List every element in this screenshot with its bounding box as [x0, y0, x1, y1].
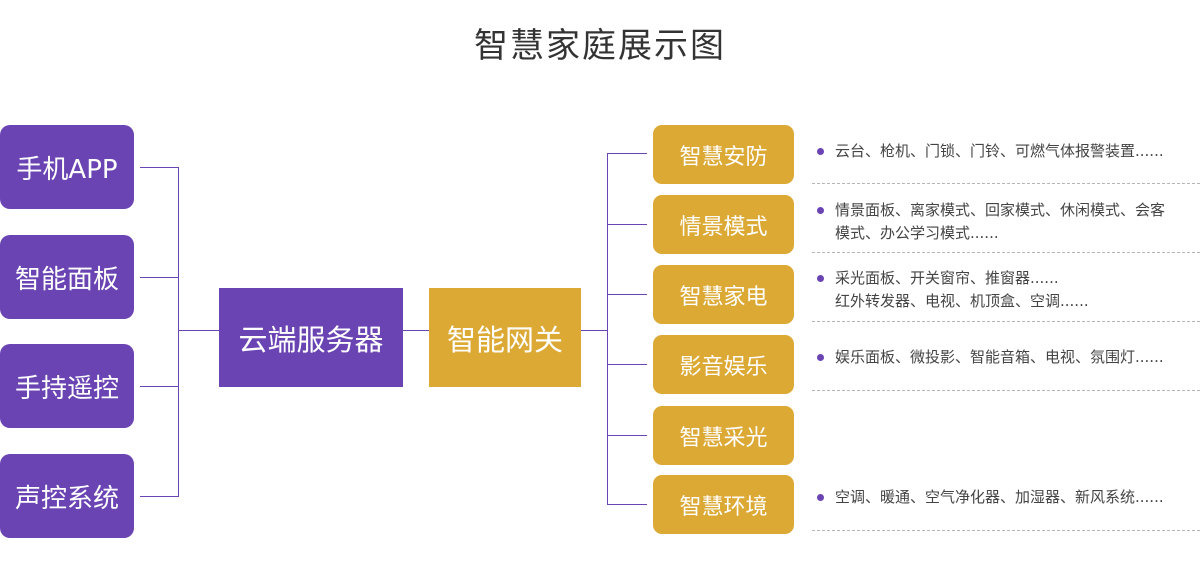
divider [812, 321, 1200, 322]
node-label: 智慧安防 [679, 144, 768, 170]
desc-text: 红外转发器、电视、机顶盒、空调...... [835, 292, 1089, 310]
node-label: 智慧家电 [679, 284, 768, 310]
node-label: 智能网关 [446, 322, 563, 357]
desc-text: 云台、枪机、门锁、门铃、可燃气体报警装置...... [835, 142, 1164, 160]
bullet-icon [817, 494, 824, 501]
divider [812, 252, 1200, 253]
node-label: 情景模式 [679, 214, 768, 240]
desc-smart-environment: 空调、暖通、空气净化器、加湿器、新风系统...... [813, 486, 1193, 509]
divider [812, 390, 1200, 391]
node-label: 云端服务器 [238, 322, 384, 357]
desc-text: 空调、暖通、空气净化器、加湿器、新风系统...... [835, 488, 1164, 506]
node-smart-gateway: 智能网关 [429, 288, 581, 387]
node-smart-appliance: 智慧家电 [653, 265, 794, 324]
bullet-icon [817, 275, 824, 282]
node-remote-control: 手持遥控 [0, 344, 134, 428]
bullet-icon [817, 207, 824, 214]
node-av-entertainment: 影音娱乐 [653, 335, 794, 394]
desc-text: 采光面板、开关窗帘、推窗器...... [835, 269, 1059, 287]
desc-scene-mode: 情景面板、离家模式、回家模式、休闲模式、会客模式、办公学习模式...... [813, 199, 1193, 245]
node-smart-lighting: 智慧采光 [653, 406, 794, 465]
node-label: 智慧环境 [679, 494, 768, 520]
node-label: 手机APP [16, 154, 118, 185]
node-smart-environment: 智慧环境 [653, 475, 794, 534]
node-voice-control: 声控系统 [0, 454, 134, 538]
desc-smart-appliance: 采光面板、开关窗帘、推窗器...... 红外转发器、电视、机顶盒、空调.....… [813, 267, 1193, 313]
node-label: 声控系统 [14, 483, 119, 514]
node-scene-mode: 情景模式 [653, 195, 794, 254]
diagram-title: 智慧家庭展示图 [474, 26, 726, 66]
bullet-icon [817, 148, 824, 155]
node-cloud-server: 云端服务器 [219, 288, 403, 387]
desc-text: 情景面板、离家模式、回家模式、休闲模式、会客模式、办公学习模式...... [835, 201, 1166, 242]
divider [812, 183, 1200, 184]
node-label: 手持遥控 [14, 373, 119, 404]
node-label: 智能面板 [14, 264, 119, 295]
node-smart-security: 智慧安防 [653, 125, 794, 184]
node-label: 智慧采光 [679, 425, 768, 451]
node-label: 影音娱乐 [679, 354, 768, 380]
desc-text: 娱乐面板、微投影、智能音箱、电视、氛围灯...... [835, 348, 1164, 366]
divider [812, 530, 1200, 531]
bullet-icon [817, 354, 824, 361]
node-smart-panel: 智能面板 [0, 235, 134, 319]
node-mobile-app: 手机APP [0, 125, 134, 209]
desc-smart-security: 云台、枪机、门锁、门铃、可燃气体报警装置...... [813, 140, 1193, 163]
desc-av-entertainment: 娱乐面板、微投影、智能音箱、电视、氛围灯...... [813, 346, 1193, 369]
